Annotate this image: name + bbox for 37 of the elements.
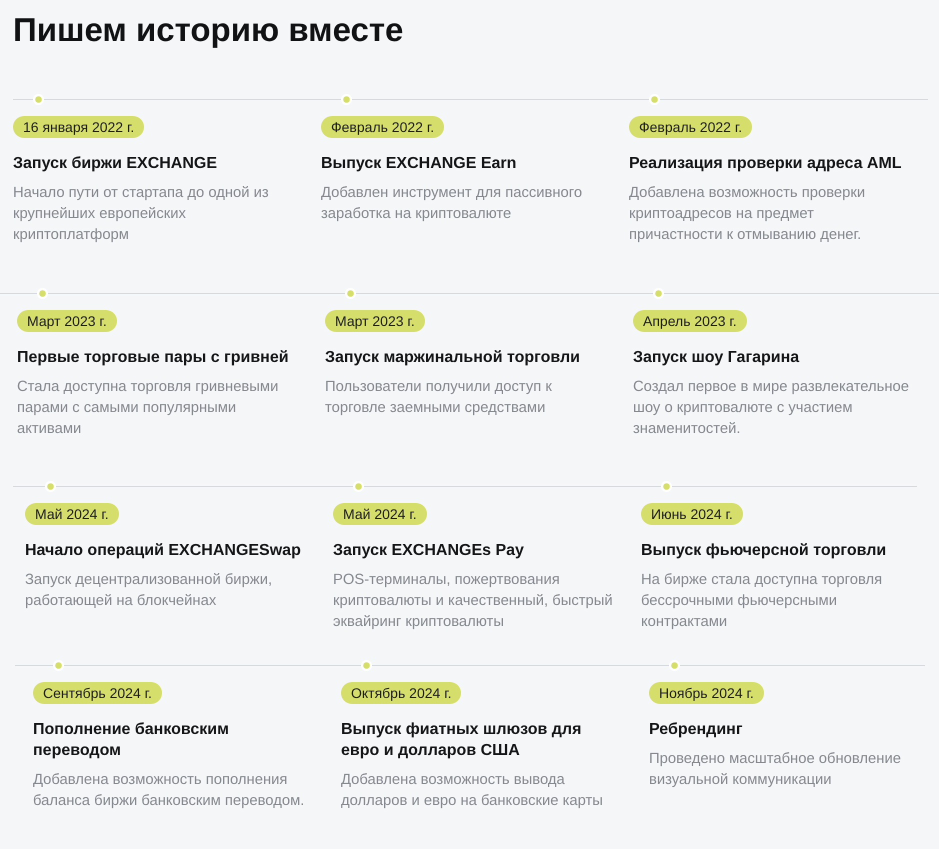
milestone-heading: Запуск EXCHANGEs Pay [333, 541, 525, 561]
date-tag: 16 января 2022 г. [13, 116, 144, 138]
milestone-heading: Запуск биржи EXCHANGE [13, 154, 218, 174]
milestone-heading: Первые торговые пары с гривней [17, 348, 290, 368]
page-title: Пишем историю вместе [13, 10, 404, 50]
milestone-description: Запуск децентрализованной биржи, работающей на блокчейнах [25, 571, 274, 611]
milestone-heading: Пополнение банковским переводом [33, 720, 230, 761]
date-tag: Ноябрь 2024 г. [649, 682, 764, 704]
milestone-description: Стала доступна торговля гривневыми парами с самыми популярными активами [17, 378, 280, 439]
date-tag: Июнь 2024 г. [641, 503, 743, 525]
date-tag: Февраль 2022 г. [321, 116, 444, 138]
milestone-heading: Запуск маржинальной торговли [325, 348, 582, 368]
date-tag: Март 2023 г. [17, 310, 117, 332]
milestone-heading: Запуск шоу Гагарина [633, 348, 800, 368]
milestone-heading: Выпуск фьючерсной торговли [641, 541, 888, 561]
date-tag: Апрель 2023 г. [633, 310, 747, 332]
milestone-heading: Ребрендинг [649, 720, 744, 740]
date-tag: Май 2024 г. [333, 503, 427, 525]
milestone-heading: Выпуск фиатных шлюзов для евро и долларов США [341, 720, 582, 761]
milestone-description: Добавлена возможность пополнения баланса биржи банковским переводом. [33, 771, 306, 811]
date-tag: Февраль 2022 г. [629, 116, 752, 138]
milestone-description: Пользователи получили доступ к торговле заемными средствами [325, 378, 553, 418]
date-tag: Сентябрь 2024 г. [33, 682, 162, 704]
milestone-heading: Начало операций EXCHANGESwap [25, 541, 302, 561]
milestone-heading: Реализация проверки адреса AML [629, 154, 903, 174]
milestone-description: Добавлена возможность проверки криптоадресов на предмет причастности к отмыванию денег. [629, 184, 866, 245]
milestone-description: Проведено масштабное обновление визуальной коммуникации [649, 750, 902, 790]
milestone-heading: Выпуск EXCHANGE Earn [321, 154, 518, 174]
date-tag: Октябрь 2024 г. [341, 682, 462, 704]
milestone-description: Добавлена возможность вывода долларов и евро на банковские карты [341, 771, 604, 811]
milestone-description: Начало пути от стартапа до одной из крупнейших европейских криптоплатформ [13, 184, 270, 245]
milestone-description: Добавлен инструмент для пассивного заработка на криптовалюте [321, 184, 584, 224]
milestone-description: На бирже стала доступна торговля бессрочными фьючерсными контрактами [641, 571, 884, 632]
milestone-description: Создал первое в мире развлекательное шоу о криптовалюте с участием знаменитостей. [633, 378, 910, 439]
date-tag: Май 2024 г. [25, 503, 119, 525]
date-tag: Март 2023 г. [325, 310, 425, 332]
milestone-description: POS-терминалы, пожертвования криптовалюты и качественный, быстрый эквайринг криптовалюты [333, 571, 613, 632]
